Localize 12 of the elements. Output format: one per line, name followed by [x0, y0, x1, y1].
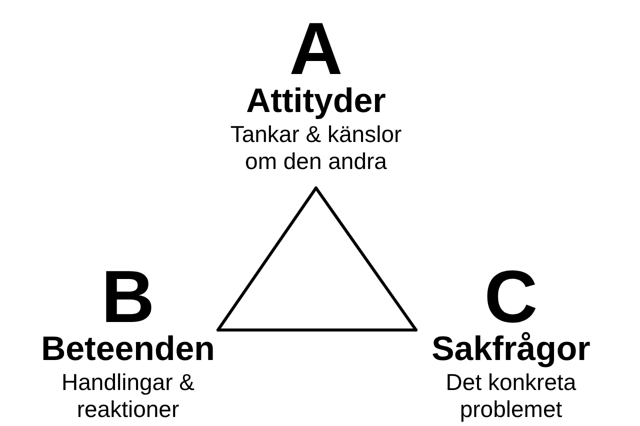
triangle-side: [216, 186, 318, 332]
concept-description: Det konkreta problemet: [444, 369, 578, 423]
concept-description: Tankar & känslor om den andra: [229, 121, 403, 175]
triangle-side: [314, 186, 418, 332]
concept-description: Handlingar & reaktioner: [60, 369, 196, 423]
corner-letter: C: [484, 265, 538, 329]
triangle-side: [216, 328, 418, 332]
concept-heading: Beteenden: [41, 329, 215, 369]
corner-letter: B: [101, 265, 155, 329]
concept-heading: Attityder: [246, 81, 386, 121]
corner-letter: A: [289, 17, 343, 81]
concept-heading: Sakfrågor: [432, 329, 590, 369]
